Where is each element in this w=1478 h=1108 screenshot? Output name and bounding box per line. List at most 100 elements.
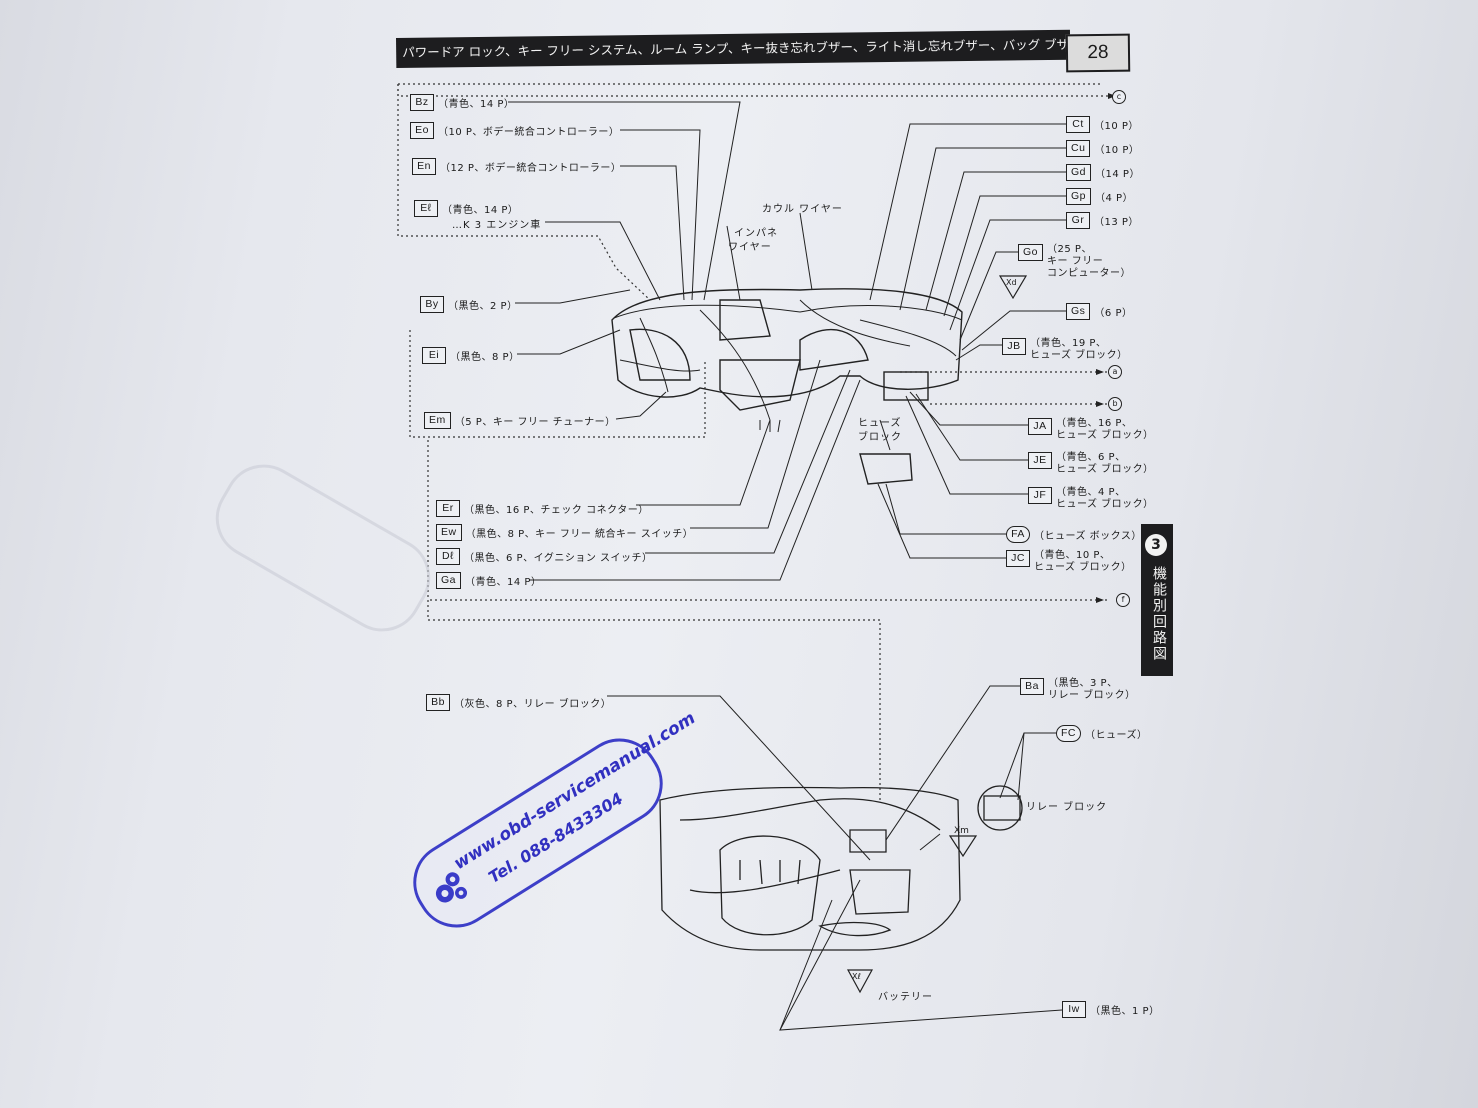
connector-desc-jb-line1: （青色、19 P、: [1030, 338, 1107, 349]
connector-iw-label: Iw （黒色、1 P）: [1062, 1001, 1160, 1018]
connector-desc-fa: （ヒューズ ボックス）: [1034, 531, 1142, 542]
connector-code-gp: Gp: [1066, 188, 1092, 205]
connector-dl-label: Dℓ （黒色、6 P、イグニション スイッチ）: [436, 548, 653, 565]
connector-desc-go-line3: コンピューター）: [1047, 268, 1132, 279]
connector-desc-jc-line1: （青色、10 P、: [1034, 550, 1111, 561]
connector-desc-go-line2: キー フリー: [1047, 256, 1104, 267]
connector-desc-gs: （6 P）: [1094, 308, 1133, 319]
connector-code-gs: Gs: [1066, 303, 1091, 320]
connector-code-fa: FA: [1006, 526, 1030, 543]
ground-xd-label: Xd: [1006, 278, 1017, 287]
connector-desc-eo: （10 P、ボデー統合コントローラー）: [438, 127, 620, 138]
section-side-tab: 3 機能別回路図: [1141, 524, 1173, 676]
ref-marker-f: f: [1116, 593, 1130, 607]
gear-icon: [435, 872, 468, 903]
connector-desc-er: （黒色、16 P、チェック コネクター）: [464, 505, 649, 516]
connector-code-jb: JB: [1002, 338, 1026, 355]
connector-desc-en: （12 P、ボデー統合コントローラー）: [440, 163, 622, 174]
connector-gd-label: Gd （14 P）: [1066, 164, 1140, 181]
ref-marker-a: a: [1108, 365, 1122, 379]
section-number: 3: [1145, 534, 1167, 556]
fuse-block-label-1: ヒューズ: [858, 418, 902, 429]
connector-ew-label: Ew （黒色、8 P、キー フリー 統合キー スイッチ）: [436, 524, 693, 541]
connector-code-jf: JF: [1028, 487, 1052, 504]
connector-bz-label: Bz （青色、14 P）: [410, 94, 514, 111]
connector-code-er: Er: [436, 500, 460, 517]
connector-jf-label: JF （青色、4 P、 ヒューズ ブロック）: [1028, 487, 1154, 511]
relay-block-label: リレー ブロック: [1026, 802, 1108, 813]
connector-code-ga: Ga: [436, 572, 462, 589]
connector-desc-go-line1: （25 P、: [1047, 244, 1092, 255]
connector-desc-jf: （青色、4 P、 ヒューズ ブロック）: [1056, 487, 1154, 511]
connector-code-go: Go: [1018, 244, 1044, 261]
connector-desc-ga: （青色、14 P）: [465, 577, 542, 588]
connector-desc-gd: （14 P）: [1095, 169, 1140, 180]
connector-code-cu: Cu: [1066, 140, 1091, 157]
connector-desc-ew: （黒色、8 P、キー フリー 統合キー スイッチ）: [465, 529, 694, 540]
connector-desc-em: （5 P、キー フリー チューナー）: [454, 417, 616, 428]
connector-desc-el: （青色、14 P）: [442, 205, 519, 216]
connector-desc-je-line1: （青色、6 P、: [1056, 452, 1126, 463]
connector-desc-dl: （黒色、6 P、イグニション スイッチ）: [464, 553, 653, 564]
connector-code-em: Em: [424, 412, 451, 429]
connector-code-je: JE: [1028, 452, 1052, 469]
ground-xm-label: Xm: [954, 826, 969, 836]
connector-code-jc: JC: [1006, 550, 1030, 567]
connector-desc-ct: （10 P）: [1094, 121, 1139, 132]
connector-jb-label: JB （青色、19 P、 ヒューズ ブロック）: [1002, 338, 1128, 362]
inpane-wire-label-2: ワイヤー: [728, 242, 772, 253]
connector-desc-ba: （黒色、3 P、 リレー ブロック）: [1048, 678, 1136, 702]
connector-code-gr: Gr: [1066, 212, 1090, 229]
connector-jc-label: JC （青色、10 P、 ヒューズ ブロック）: [1006, 550, 1132, 574]
connector-code-ba: Ba: [1020, 678, 1044, 695]
connector-ja-label: JA （青色、16 P、 ヒューズ ブロック）: [1028, 418, 1154, 442]
connector-desc-ei: （黒色、8 P）: [450, 352, 520, 363]
connector-er-label: Er （黒色、16 P、チェック コネクター）: [436, 500, 649, 517]
connector-code-bz: Bz: [410, 94, 434, 111]
connector-desc-bb: （灰色、8 P、リレー ブロック）: [454, 699, 612, 710]
connector-desc-jf-line1: （青色、4 P、: [1056, 487, 1126, 498]
connector-code-ew: Ew: [436, 524, 462, 541]
connector-code-ja: JA: [1028, 418, 1052, 435]
connector-eo-label: Eo （10 P、ボデー統合コントローラー）: [410, 122, 619, 139]
connector-desc-gp: （4 P）: [1095, 193, 1134, 204]
connector-code-ct: Ct: [1066, 116, 1090, 133]
connector-desc-by: （黒色、2 P）: [448, 301, 518, 312]
connector-gr-label: Gr （13 P）: [1066, 212, 1139, 229]
connector-desc-ja: （青色、16 P、 ヒューズ ブロック）: [1056, 418, 1154, 442]
ground-xl-label: Xℓ: [852, 972, 861, 981]
cowl-wire-label: カウル ワイヤー: [762, 204, 843, 215]
connector-desc-fc: （ヒューズ）: [1085, 730, 1148, 741]
connector-em-label: Em （5 P、キー フリー チューナー）: [424, 412, 616, 429]
connector-go-label: Go （25 P、 キー フリー コンピューター）: [1018, 244, 1131, 280]
connector-desc-ba-line1: （黒色、3 P、: [1048, 678, 1118, 689]
connector-code-iw: Iw: [1062, 1001, 1086, 1018]
connector-code-fc: FC: [1056, 725, 1081, 742]
connector-desc-bz: （青色、14 P）: [438, 99, 515, 110]
connector-desc-ja-line1: （青色、16 P、: [1056, 418, 1133, 429]
connector-desc-je-line2: ヒューズ ブロック）: [1056, 464, 1154, 475]
connector-fc-label: FC （ヒューズ）: [1056, 725, 1148, 742]
connector-code-el: Eℓ: [414, 200, 438, 217]
connector-desc-iw: （黒色、1 P）: [1090, 1006, 1160, 1017]
connector-ei-label: Ei （黒色、8 P）: [422, 347, 520, 364]
connector-el-note: …K 3 エンジン車: [452, 220, 542, 231]
connector-code-ei: Ei: [422, 347, 446, 364]
connector-en-label: En （12 P、ボデー統合コントローラー）: [412, 158, 621, 175]
connector-code-by: By: [420, 296, 444, 313]
inpane-wire-label-1: インパネ: [734, 228, 778, 239]
connector-desc-jf-line2: ヒューズ ブロック）: [1056, 499, 1154, 510]
connector-code-en: En: [412, 158, 436, 175]
connector-desc-ba-line2: リレー ブロック）: [1048, 690, 1136, 701]
connector-desc-jc-line2: ヒューズ ブロック）: [1034, 562, 1132, 573]
connector-desc-jb-line2: ヒューズ ブロック）: [1030, 350, 1128, 361]
section-title: 機能別回路図: [1151, 566, 1167, 662]
connector-gp-label: Gp （4 P）: [1066, 188, 1133, 205]
connector-ct-label: Ct （10 P）: [1066, 116, 1139, 133]
connector-ga-label: Ga （青色、14 P）: [436, 572, 541, 589]
connector-code-bb: Bb: [426, 694, 450, 711]
connector-desc-gr: （13 P）: [1094, 217, 1139, 228]
connector-bb-label: Bb （灰色、8 P、リレー ブロック）: [426, 694, 611, 711]
